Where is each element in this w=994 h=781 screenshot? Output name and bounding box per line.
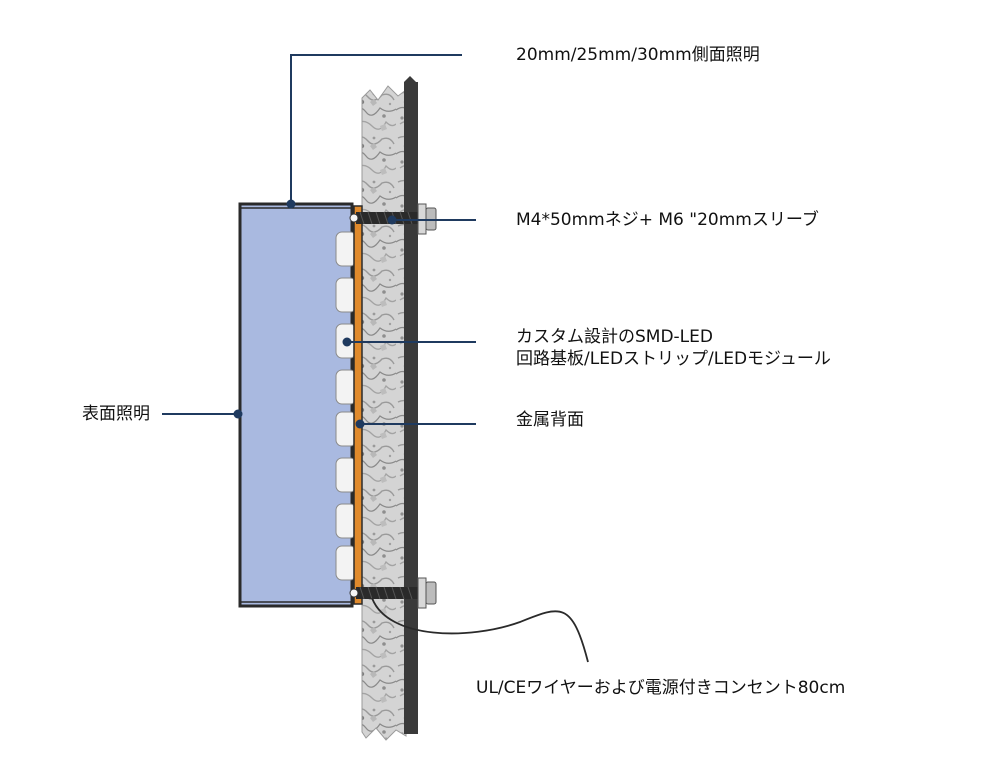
led-module (335, 231, 357, 267)
led-module-column (335, 231, 357, 581)
stone-wall (361, 85, 407, 741)
leader-dot (355, 419, 365, 429)
leader-dot (342, 337, 352, 347)
label-screw-sleeve: M4*50mmネジ+ M6 "20mmスリーブ (516, 210, 819, 230)
leader-dot (387, 215, 397, 225)
leader-lines (162, 54, 476, 425)
led-module (335, 457, 357, 493)
nut (425, 581, 437, 605)
label-metal-back: 金属背面 (516, 410, 584, 430)
washer (417, 577, 427, 609)
power-wire (371, 597, 589, 663)
label-side-lighting: 20mm/25mm/30mm側面照明 (516, 45, 760, 65)
leader-dot (286, 199, 296, 209)
led-module (335, 369, 357, 405)
led-module (335, 503, 357, 539)
led-module (335, 277, 357, 313)
dark-wall-top-edge (404, 76, 418, 86)
led-module (335, 545, 357, 581)
bottom-screw-assembly (349, 577, 437, 609)
label-led-line2: 回路基板/LEDストリップ/LEDモジュール (516, 349, 831, 369)
leader-dots (233, 199, 397, 429)
label-face-lighting: 表面照明 (82, 404, 150, 424)
screw-head (349, 588, 359, 598)
screw-head (349, 213, 359, 223)
label-led-line1: カスタム設計のSMD-LED (516, 327, 713, 347)
dark-wall-panel (404, 82, 418, 734)
leader-side-lighting (290, 54, 462, 204)
label-wire-outlet: UL/CEワイヤーおよび電源付きコンセント80cm (476, 678, 846, 698)
led-module (335, 411, 357, 447)
leader-dot (233, 409, 243, 419)
metal-backer-strip (353, 205, 363, 605)
face-panel (238, 202, 354, 608)
